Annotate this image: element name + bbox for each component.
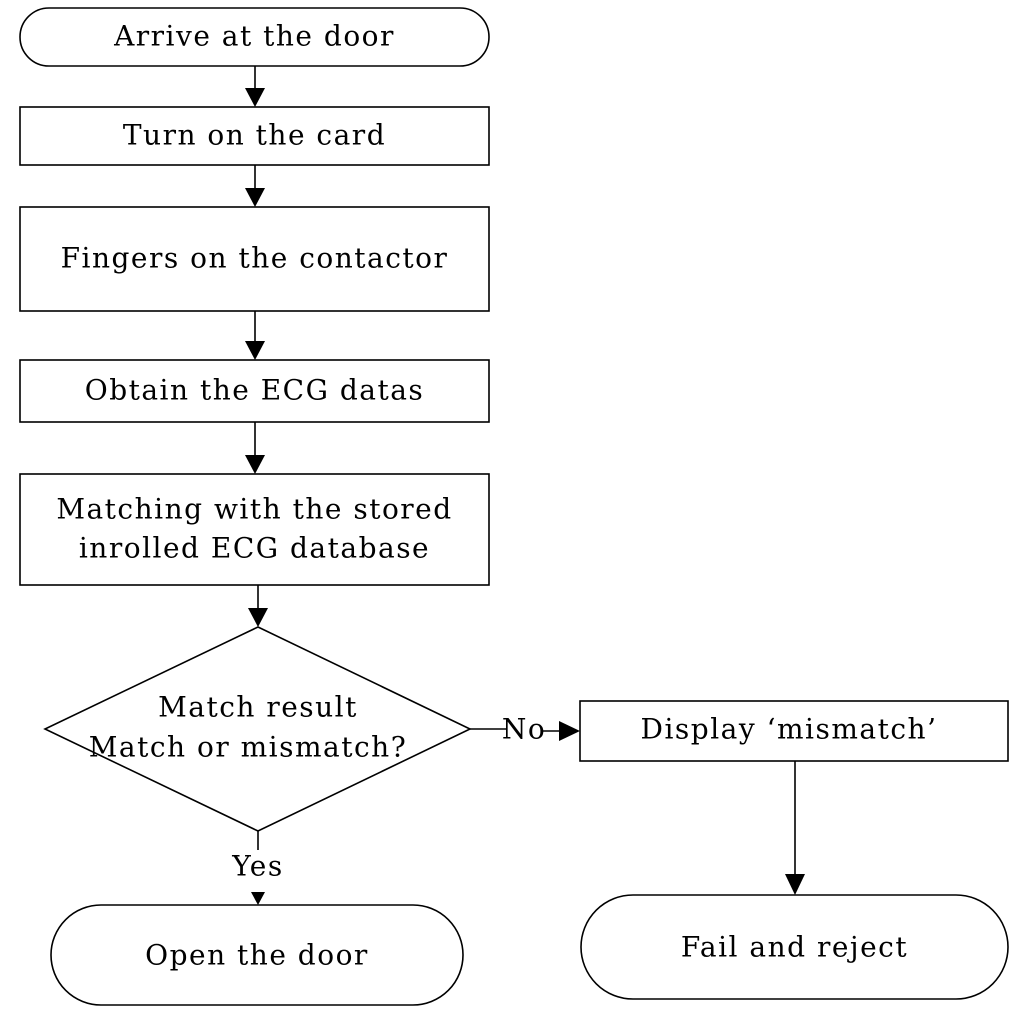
arrow-yes-branch: Yes: [231, 831, 284, 905]
end-fail-reject-shape: [580, 894, 1009, 1000]
start-label: Arrive at the door: [113, 20, 395, 53]
process-matching-label-line1: Matching with the stored: [56, 493, 452, 526]
process-turn-on-card: Turn on the card: [19, 106, 490, 166]
arrow-mismatch-to-fail: [785, 761, 805, 895]
process-display-mismatch: Display ‘mismatch’: [579, 700, 1009, 762]
process-matching-shape: [19, 473, 490, 586]
end-fail-reject: Fail and reject: [580, 894, 1009, 1000]
process-matching: Matching with the stored inrolled ECG da…: [19, 473, 490, 586]
decision-label-line1: Match result: [158, 691, 358, 724]
start-terminator: Arrive at the door: [19, 7, 490, 67]
arrow-head: [245, 188, 265, 207]
yes-label: Yes: [231, 850, 284, 883]
decision-match-result: Match result Match or mismatch?: [43, 626, 472, 832]
decision-label-line2: Match or mismatch?: [89, 731, 407, 764]
arrow-matching-to-decision: [248, 585, 268, 627]
process-display-mismatch-shape: [579, 700, 1009, 762]
process-turn-on-card-label: Turn on the card: [123, 119, 386, 152]
arrow-head: [559, 721, 580, 741]
arrow-card-to-fingers: [245, 165, 265, 207]
arrow-fingers-to-obtain: [245, 311, 265, 360]
arrow-obtain-to-matching: [245, 422, 265, 474]
end-fail-reject-label: Fail and reject: [681, 931, 908, 964]
arrow-head: [245, 455, 265, 474]
arrow-head: [245, 341, 265, 360]
process-matching-label-line2: inrolled ECG database: [79, 532, 430, 565]
no-label: No: [502, 713, 546, 746]
process-fingers-on-contactor: Fingers on the contactor: [19, 206, 490, 312]
process-display-mismatch-label: Display ‘mismatch’: [641, 713, 938, 746]
end-open-door-shape: [50, 904, 464, 1006]
end-open-door-label: Open the door: [145, 939, 369, 972]
process-fingers-label: Fingers on the contactor: [61, 242, 449, 275]
decision-diamond-shape: [43, 626, 472, 832]
arrow-no-branch: No: [470, 713, 580, 746]
process-obtain-ecg-shape: [19, 359, 490, 423]
arrow-head: [785, 874, 805, 895]
arrow-start-to-card: [245, 66, 265, 107]
process-turn-on-card-shape: [19, 106, 490, 166]
arrow-head: [251, 892, 265, 905]
arrow-head: [245, 88, 265, 107]
end-open-door: Open the door: [50, 904, 464, 1006]
process-obtain-ecg-label: Obtain the ECG datas: [85, 374, 425, 407]
process-obtain-ecg: Obtain the ECG datas: [19, 359, 490, 423]
arrow-head: [248, 608, 268, 627]
